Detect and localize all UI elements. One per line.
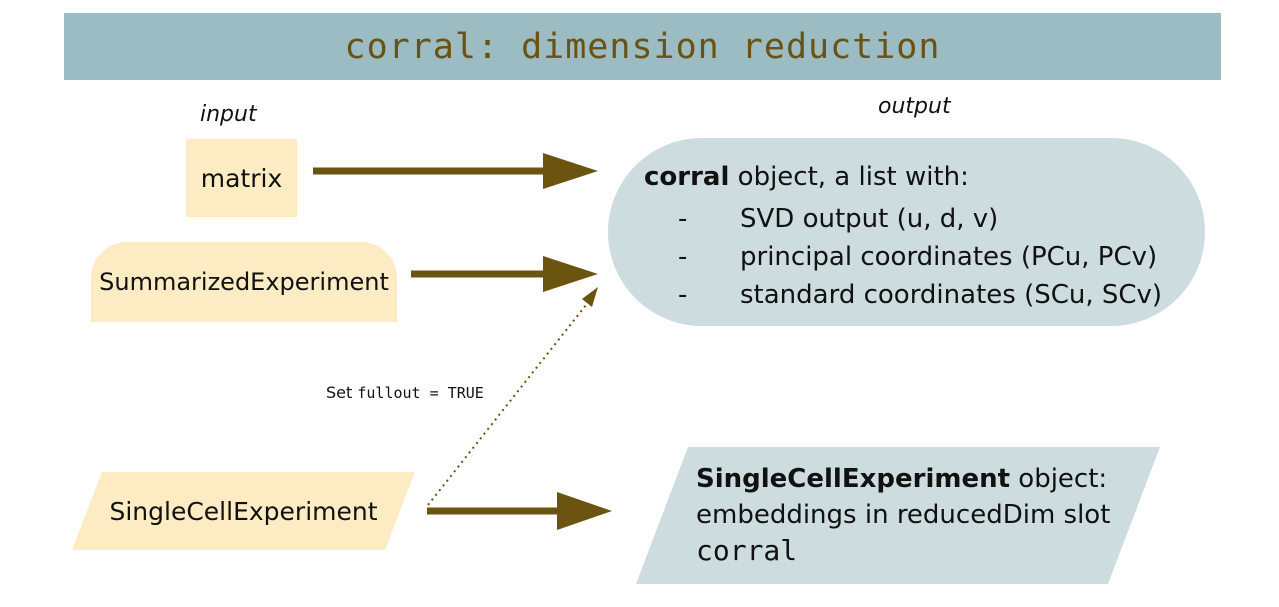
single-cell-experiment-label: SingleCellExperiment <box>109 496 378 526</box>
arrow-sce-to-sce-output <box>427 492 612 530</box>
list-item-text: principal coordinates (PCu, PCv) <box>740 242 1158 272</box>
list-item: - SVD output (u, d, v) <box>678 200 1162 238</box>
corral-output-list: - SVD output (u, d, v) - principal coord… <box>678 200 1162 314</box>
matrix-input-box: matrix <box>186 139 297 217</box>
sce-output-line2: embeddings in reducedDim slot <box>696 500 1111 530</box>
output-label: output <box>878 94 951 119</box>
list-bullet: - <box>678 280 688 310</box>
input-label: input <box>200 102 257 127</box>
summarized-experiment-label: SummarizedExperiment <box>99 268 389 296</box>
list-bullet: - <box>678 242 688 272</box>
corral-output-oval: corral object, a list with: - SVD output… <box>608 138 1205 326</box>
sce-output-title-rest: object: <box>1010 464 1108 494</box>
dotted-arrow-sce-to-corral <box>427 287 598 506</box>
sce-output-text: SingleCellExperiment object: embeddings … <box>696 461 1110 569</box>
list-item: - standard coordinates (SCu, SCv) <box>678 276 1162 314</box>
corral-output-title: corral object, a list with: <box>644 162 969 192</box>
sce-output-parallelogram <box>636 447 1160 584</box>
fullout-annotation: Set fullout = TRUE <box>324 383 486 402</box>
sce-output-title-bold: SingleCellExperiment <box>696 464 1011 494</box>
corral-output-title-bold: corral <box>644 162 730 192</box>
sce-output-box: SingleCellExperiment object: embeddings … <box>636 447 1160 584</box>
sce-input-parallelogram <box>72 472 415 550</box>
matrix-label: matrix <box>200 163 283 193</box>
summarized-experiment-input-box: SummarizedExperiment <box>91 242 397 322</box>
corral-output-title-rest: object, a list with: <box>729 162 969 192</box>
list-item-text: SVD output (u, d, v) <box>740 204 999 234</box>
arrow-matrix-to-output <box>313 153 598 189</box>
arrow-se-to-output <box>411 256 598 292</box>
list-bullet: - <box>678 204 688 234</box>
title-bar: corral: dimension reduction <box>64 13 1221 80</box>
single-cell-experiment-input-box: SingleCellExperiment <box>72 472 415 550</box>
annotation-code: fullout = TRUE <box>357 384 484 402</box>
list-item: - principal coordinates (PCu, PCv) <box>678 238 1162 276</box>
list-item-text: standard coordinates (SCu, SCv) <box>740 280 1163 310</box>
annotation-prefix: Set <box>326 383 358 402</box>
diagram-title: corral: dimension reduction <box>344 26 941 67</box>
sce-output-slot-name: corral <box>696 534 798 567</box>
